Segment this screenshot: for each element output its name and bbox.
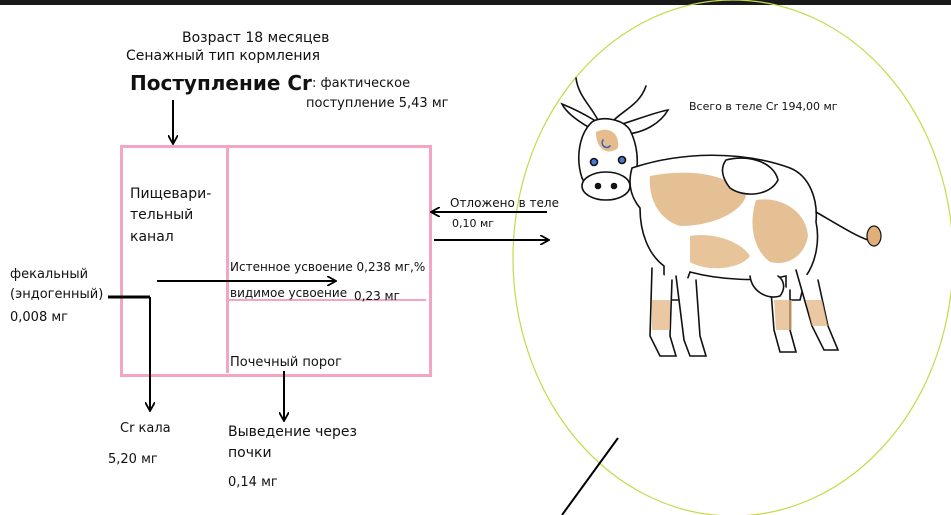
magnifier-handle	[562, 438, 618, 515]
total-body-label: Всего в теле Cr 194,00 мг	[689, 100, 838, 113]
cow-drawing	[562, 78, 881, 356]
